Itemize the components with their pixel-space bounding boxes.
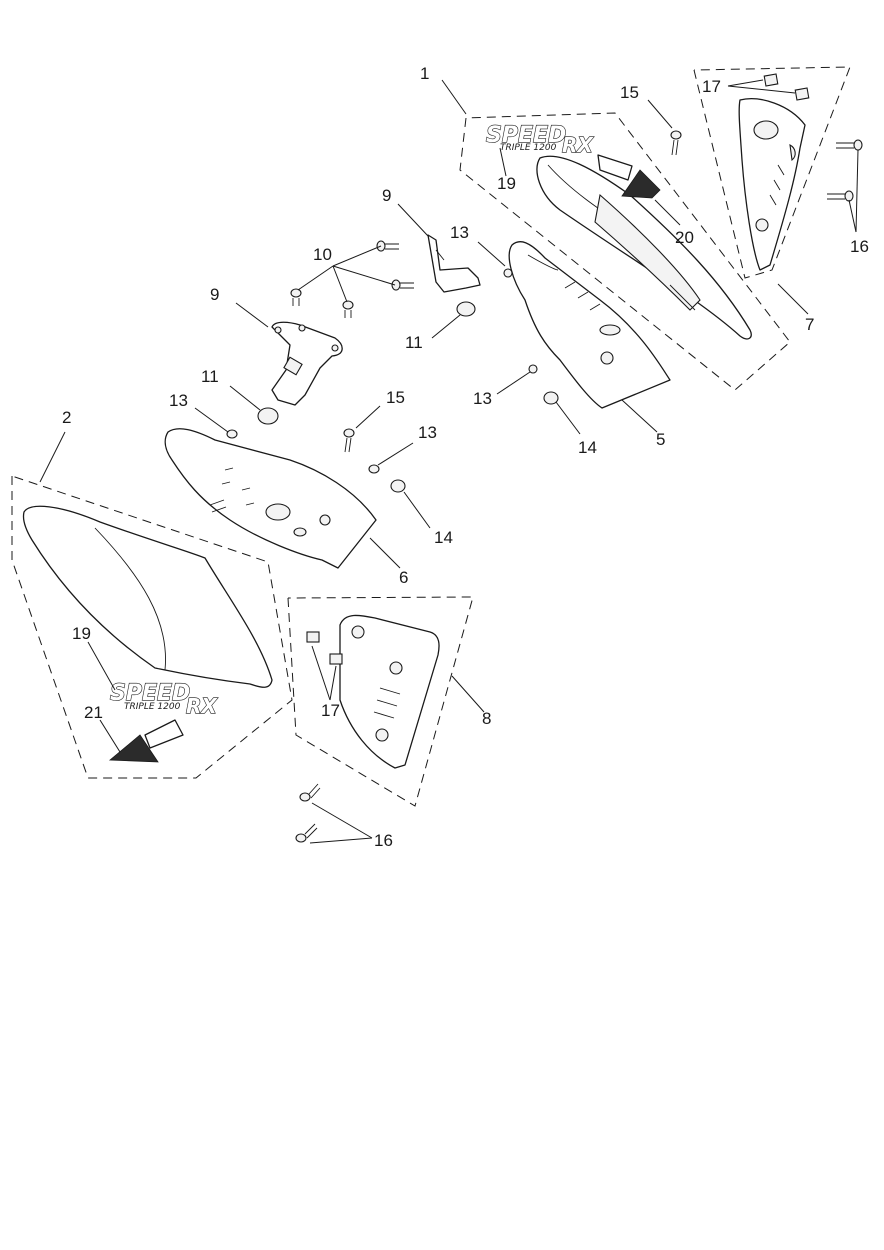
callout-10: 9 — [210, 285, 219, 304]
heel-guard-left — [339, 614, 440, 769]
bolt-16-upper-a — [836, 139, 863, 151]
grommet-14-upper — [543, 391, 559, 405]
callout-8: 8 — [482, 709, 491, 728]
clip-17-a — [763, 73, 779, 87]
grommet-12-upper — [456, 301, 476, 317]
bolt-15-upper — [670, 130, 682, 156]
callout-15-upper: 15 — [620, 83, 639, 102]
callout-5: 5 — [656, 430, 665, 449]
decal-21 — [108, 719, 184, 763]
group-outline-7 — [693, 66, 851, 279]
nut-13-left — [226, 429, 238, 439]
bolt-16-upper-b — [827, 190, 854, 202]
callout-19-upper: 19 — [497, 174, 516, 193]
callout-6: 6 — [399, 568, 408, 587]
decal-speed-text: SPEED — [486, 123, 566, 148]
heat-shield-left — [164, 428, 377, 569]
leader-lines — [39, 79, 859, 844]
bolt-16-lower-a — [299, 783, 321, 802]
callout-19-lower: 19 — [72, 624, 91, 643]
callout-13-left: 13 — [169, 391, 188, 410]
callout-14-upper: 14 — [578, 438, 597, 457]
bracket-10 — [271, 321, 343, 406]
callout-16-lower: 16 — [374, 831, 393, 850]
group-outline-2 — [11, 475, 293, 779]
callout-13-mid: 13 — [473, 389, 492, 408]
callout-16-upper: 16 — [850, 237, 869, 256]
clip-17-d — [329, 653, 343, 665]
side-panel-right — [536, 155, 752, 340]
speed-triple-decal-lower: SPEED TRIPLE 1200 RX — [109, 680, 219, 718]
speed-triple-decal-upper: SPEED TRIPLE 1200 RX — [485, 122, 595, 157]
screw-11-d — [342, 300, 354, 318]
bracket-9 — [427, 234, 481, 293]
callout-11: 10 — [313, 245, 332, 264]
decal-triple-text: TRIPLE 1200 — [500, 143, 557, 153]
callout-15-lower: 15 — [386, 388, 405, 407]
callout-17-upper: 17 — [702, 77, 721, 96]
callout-7: 7 — [805, 315, 814, 334]
nut-13-upper — [503, 268, 513, 278]
callout-9: 9 — [382, 186, 391, 205]
decal-rx-text: RX — [562, 133, 594, 157]
callout-12-lower: 11 — [201, 367, 219, 386]
callout-13-center: 13 — [418, 423, 437, 442]
side-panel-left — [22, 505, 273, 688]
callout-12-upper: 11 — [405, 333, 423, 352]
callout-21: 21 — [84, 703, 103, 722]
clip-17-c — [306, 631, 320, 643]
decal-speed-text-lower: SPEED — [110, 681, 190, 706]
callout-14-lower: 14 — [434, 528, 453, 547]
screw-11-b — [391, 279, 414, 291]
decal-rx-text-lower: RX — [186, 694, 218, 718]
nut-13-center — [368, 464, 380, 474]
grommet-12-lower — [257, 407, 279, 425]
heat-shield-right — [508, 241, 671, 409]
bolt-15-lower — [343, 428, 355, 453]
callout-20: 20 — [675, 228, 694, 247]
heel-guard-right — [738, 98, 806, 271]
callout-2: 2 — [62, 408, 71, 427]
decal-triple-text-lower: TRIPLE 1200 — [124, 702, 181, 712]
bolt-16-lower-b — [295, 823, 318, 843]
callouts: 1 15 17 16 7 20 19 9 13 10 9 11 11 13 15… — [62, 64, 869, 850]
clip-17-b — [794, 87, 810, 101]
grommet-14-lower — [390, 479, 406, 493]
screw-11-c — [290, 288, 302, 306]
callout-13-upper: 13 — [450, 223, 469, 242]
callout-1: 1 — [420, 64, 429, 83]
callout-17-lower: 17 — [321, 701, 340, 720]
hardware — [226, 73, 863, 843]
nut-13-mid — [528, 364, 538, 374]
group-outline-8 — [287, 596, 474, 807]
group-outline-1 — [459, 112, 791, 391]
decal-20 — [597, 154, 661, 199]
